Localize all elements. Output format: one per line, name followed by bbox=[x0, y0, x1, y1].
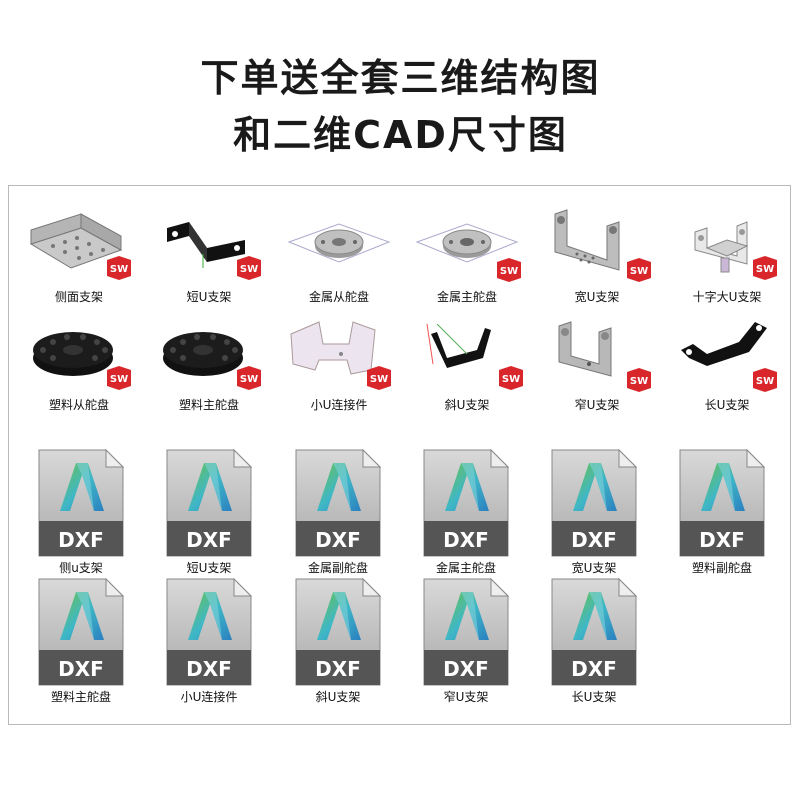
file-label: 侧u支架 bbox=[59, 561, 103, 575]
solidworks-icon: SW bbox=[495, 258, 523, 282]
solidworks-icon: SW bbox=[625, 368, 653, 392]
dxf-file-item[interactable]: DXF 塑料副舵盘 bbox=[679, 448, 766, 575]
svg-text:SW: SW bbox=[756, 376, 774, 387]
svg-text:SW: SW bbox=[630, 266, 648, 277]
autocad-dxf-icon: DXF bbox=[166, 577, 253, 686]
svg-text:SW: SW bbox=[370, 374, 388, 385]
headline-line-2: 和二维CAD尺寸图 bbox=[233, 113, 568, 157]
file-panel: SW 侧面支架 SW 短U支架 bbox=[8, 185, 791, 725]
dxf-file-item[interactable]: DXF 侧u支架 bbox=[38, 448, 125, 575]
svg-text:DXF: DXF bbox=[315, 657, 361, 681]
solidworks-icon: SW bbox=[105, 366, 133, 390]
svg-text:DXF: DXF bbox=[443, 528, 489, 552]
slanted-u-bracket-icon bbox=[407, 314, 527, 394]
file-label: 塑料副舵盘 bbox=[691, 561, 752, 575]
autocad-dxf-icon: DXF bbox=[38, 577, 125, 686]
plastic-slave-servo-horn-icon bbox=[19, 314, 139, 394]
file-label: 塑料主舵盘 bbox=[178, 398, 239, 412]
file-label: 金属从舵盘 bbox=[308, 290, 369, 304]
solidworks-icon: SW bbox=[751, 368, 779, 392]
dxf-file-item[interactable]: DXF 宽U支架 bbox=[551, 448, 638, 575]
file-label: 短U支架 bbox=[186, 561, 232, 575]
file-label: 斜U支架 bbox=[315, 690, 361, 704]
file-label: 长U支架 bbox=[571, 690, 617, 704]
svg-text:DXF: DXF bbox=[571, 657, 617, 681]
file-label: 宽U支架 bbox=[574, 290, 620, 304]
file-label: 金属副舵盘 bbox=[307, 561, 368, 575]
file-label: 长U支架 bbox=[704, 398, 750, 412]
svg-text:DXF: DXF bbox=[315, 528, 361, 552]
dxf-file-item[interactable]: DXF 窄U支架 bbox=[423, 577, 510, 704]
solidworks-icon: SW bbox=[105, 256, 133, 280]
side-bracket-icon bbox=[19, 206, 139, 286]
svg-text:SW: SW bbox=[110, 264, 128, 275]
autocad-dxf-icon: DXF bbox=[295, 448, 382, 557]
svg-text:DXF: DXF bbox=[58, 657, 104, 681]
solidworks-icon: SW bbox=[625, 258, 653, 282]
dxf-file-item[interactable]: DXF 长U支架 bbox=[551, 577, 638, 704]
svg-text:DXF: DXF bbox=[186, 657, 232, 681]
svg-text:DXF: DXF bbox=[186, 528, 232, 552]
svg-text:SW: SW bbox=[756, 264, 774, 275]
file-label: 侧面支架 bbox=[54, 290, 103, 304]
dxf-file-item[interactable]: DXF 短U支架 bbox=[166, 448, 253, 575]
headline-line-1: 下单送全套三维结构图 bbox=[200, 56, 601, 100]
file-label: 宽U支架 bbox=[571, 561, 617, 575]
solidworks-icon: SW bbox=[497, 366, 525, 390]
short-u-bracket-icon bbox=[149, 206, 269, 286]
metal-slave-servo-horn-icon bbox=[279, 206, 399, 286]
file-label: 塑料主舵盘 bbox=[50, 690, 111, 704]
svg-text:SW: SW bbox=[500, 266, 518, 277]
dxf-file-item[interactable]: DXF 斜U支架 bbox=[295, 577, 382, 704]
dxf-file-item[interactable]: DXF 金属主舵盘 bbox=[423, 448, 510, 575]
solidworks-icon: SW bbox=[751, 256, 779, 280]
svg-text:DXF: DXF bbox=[443, 657, 489, 681]
svg-text:SW: SW bbox=[502, 374, 520, 385]
autocad-dxf-icon: DXF bbox=[551, 448, 638, 557]
autocad-dxf-icon: DXF bbox=[166, 448, 253, 557]
solidworks-icon: SW bbox=[365, 366, 393, 390]
file-label: 金属主舵盘 bbox=[436, 290, 497, 304]
dxf-file-item[interactable]: DXF 塑料主舵盘 bbox=[38, 577, 125, 704]
metal-master-servo-horn-icon bbox=[407, 206, 527, 286]
file-label: 短U支架 bbox=[186, 290, 232, 304]
file-label: 塑料从舵盘 bbox=[48, 398, 109, 412]
file-label: 窄U支架 bbox=[574, 398, 620, 412]
autocad-dxf-icon: DXF bbox=[423, 577, 510, 686]
file-label: 金属主舵盘 bbox=[435, 561, 496, 575]
svg-text:DXF: DXF bbox=[699, 528, 745, 552]
autocad-dxf-icon: DXF bbox=[551, 577, 638, 686]
solidworks-icon: SW bbox=[235, 366, 263, 390]
svg-text:SW: SW bbox=[110, 374, 128, 385]
file-label: 小U连接件 bbox=[310, 398, 368, 412]
cross-large-u-bracket-icon bbox=[667, 206, 787, 286]
file-label: 斜U支架 bbox=[444, 398, 490, 412]
dxf-file-item[interactable]: DXF 小U连接件 bbox=[166, 577, 253, 704]
file-label: 十字大U支架 bbox=[692, 290, 762, 304]
long-u-bracket-icon bbox=[667, 314, 787, 394]
solidworks-icon: SW bbox=[235, 256, 263, 280]
wide-u-bracket-icon bbox=[537, 206, 657, 286]
plastic-master-servo-horn-icon bbox=[149, 314, 269, 394]
autocad-dxf-icon: DXF bbox=[423, 448, 510, 557]
narrow-u-bracket-icon bbox=[537, 314, 657, 394]
svg-text:SW: SW bbox=[240, 374, 258, 385]
svg-text:SW: SW bbox=[630, 376, 648, 387]
svg-text:DXF: DXF bbox=[571, 528, 617, 552]
autocad-dxf-icon: DXF bbox=[38, 448, 125, 557]
autocad-dxf-icon: DXF bbox=[295, 577, 382, 686]
svg-text:SW: SW bbox=[240, 264, 258, 275]
autocad-dxf-icon: DXF bbox=[679, 448, 766, 557]
file-label: 窄U支架 bbox=[443, 690, 489, 704]
svg-text:DXF: DXF bbox=[58, 528, 104, 552]
file-label: 小U连接件 bbox=[180, 690, 238, 704]
dxf-file-item[interactable]: DXF 金属副舵盘 bbox=[295, 448, 382, 575]
